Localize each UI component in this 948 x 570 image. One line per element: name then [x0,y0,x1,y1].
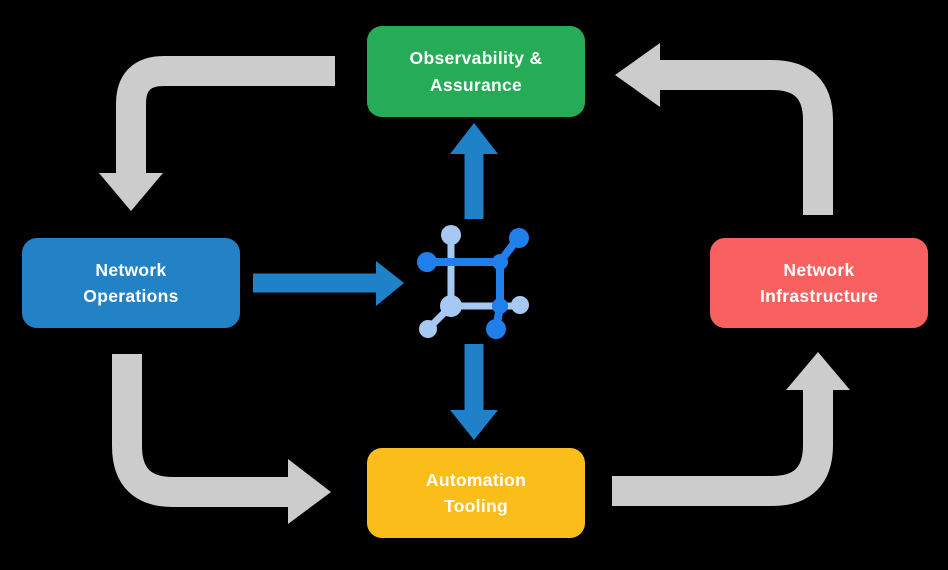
arrow-operations-to-automation [112,354,331,524]
node-label: Network Infrastructure [760,257,878,310]
arrow-platform-to-observability [450,123,498,219]
node-label-line1: Network [95,259,167,280]
arrow-infrastructure-to-observability [615,43,833,215]
node-network-infrastructure: Network Infrastructure [710,238,928,328]
node-automation-tooling: Automation Tooling [367,448,585,538]
node-network-operations: Network Operations [22,238,240,328]
arrow-platform-to-automation [450,344,498,440]
node-label-line2: Tooling [444,496,508,516]
node-label-line2: Operations [83,286,179,306]
node-label-line2: Infrastructure [760,286,878,306]
arrow-observability-to-operations [99,56,335,211]
network-mesh-icon [417,225,529,339]
arrow-automation-to-infrastructure [612,352,850,506]
node-label: Observability & Assurance [410,45,543,98]
node-label-line2: Assurance [429,74,523,95]
node-label: Automation Tooling [426,467,526,520]
node-label-line1: Observability & [409,48,543,69]
node-label: Network Operations [83,257,178,310]
node-label-line1: Network [783,259,855,280]
arrow-operations-to-platform [253,261,404,306]
node-label-line1: Automation [425,469,527,490]
node-observability-assurance: Observability & Assurance [367,26,585,117]
